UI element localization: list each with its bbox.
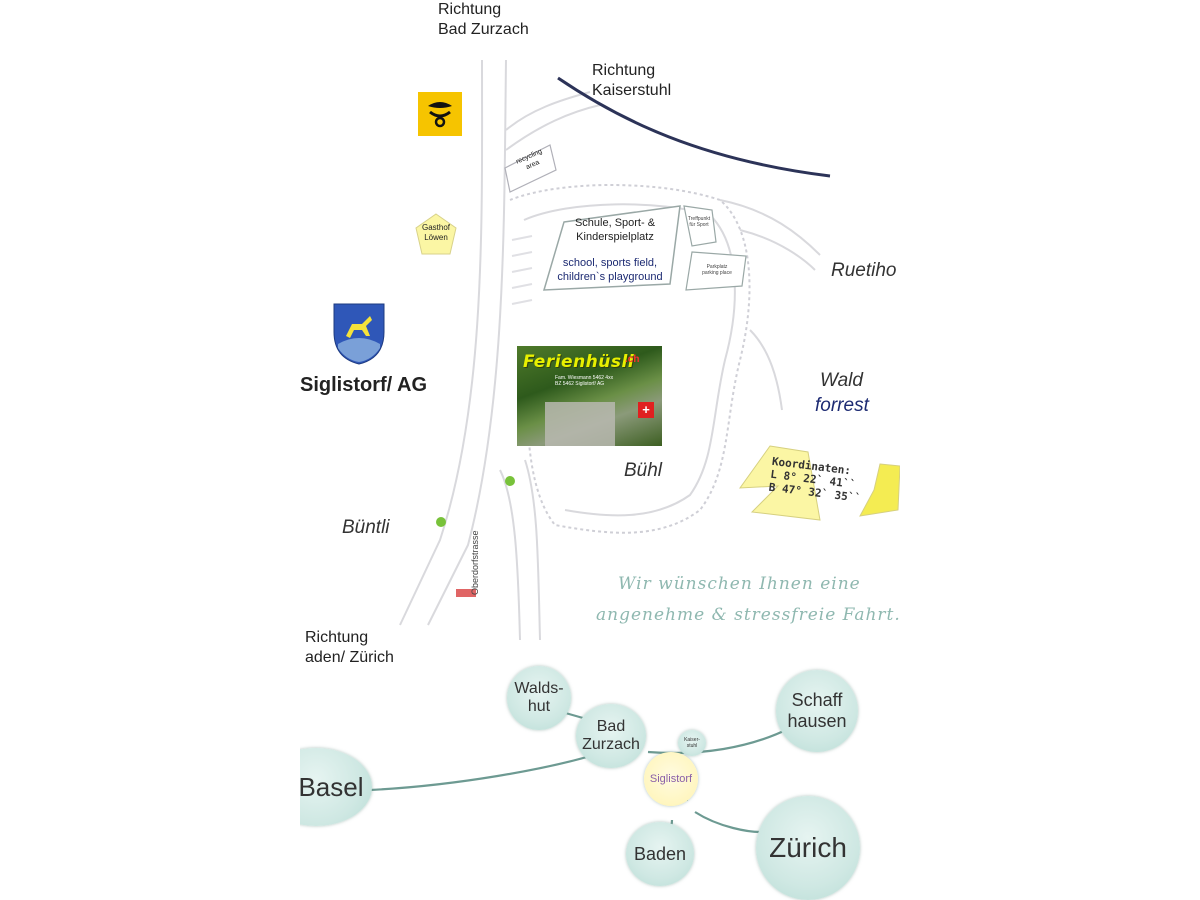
direction-northeast-line1: Richtung (592, 62, 656, 79)
direction-north-line1: Richtung (438, 1, 502, 18)
direction-south-line2: aden/ Zürich (305, 649, 394, 666)
node-kaiserstuhl-label: Kaiser- stuhl (684, 737, 700, 749)
road-east-edge (739, 229, 816, 271)
gasthof-marker (415, 213, 457, 255)
main-road (399, 59, 484, 626)
photo-title-suffix: .ch (625, 354, 640, 365)
coordinate-sign-flag (859, 463, 900, 517)
node-waldshut: Walds- hut (507, 666, 571, 730)
direction-south-line1: Richtung (305, 629, 369, 646)
holiday-house-photo[interactable]: Ferienhüsli .ch Fam. Wiesmann 5462 4xx B… (517, 346, 662, 446)
oberdorf-road (499, 469, 521, 641)
oberdorf-label: Oberdorfstrasse (470, 530, 480, 595)
photo-title: Ferienhüsli (523, 352, 635, 372)
treff-label: Treffpunkt für Sport (687, 216, 711, 228)
wald-label: Wald (820, 370, 863, 391)
bus-stop-2 (436, 517, 446, 527)
direction-north-line2: Bad Zurzach (438, 21, 529, 38)
treff-area (683, 205, 717, 247)
town-name: Siglistorf/ AG (300, 374, 428, 396)
side-road-north-edge (505, 104, 601, 151)
railway-line (557, 76, 831, 178)
school-area (542, 205, 681, 291)
road-east (719, 199, 821, 256)
coat-of-arms-icon (333, 303, 385, 365)
node-zuerich-label: Zürich (769, 832, 847, 863)
node-schaffhausen: Schaff hausen (776, 670, 858, 752)
red-marker (456, 589, 476, 597)
node-bad-zurzach-label: Bad Zurzach (582, 718, 640, 753)
parking-label: Parkplatz parking place (702, 264, 732, 276)
node-siglistorf: Siglistorf (644, 752, 698, 806)
oberdorf-road-edge (524, 459, 541, 641)
ruetihof-label: Ruetiho (831, 260, 897, 281)
direction-northeast: Richtung Kaiserstuhl (592, 61, 671, 101)
direction-south: Richtung aden/ Zürich (305, 628, 394, 668)
swiss-flag-icon: + (638, 402, 654, 418)
post-office-icon (418, 92, 462, 136)
bus-stop-1 (505, 476, 515, 486)
coordinate-sign (738, 445, 821, 521)
location-map: Richtung Bad Zurzach Richtung Kaiserstuh… (300, 0, 900, 900)
parking-stripes (511, 235, 533, 305)
post-horn-icon (428, 102, 452, 128)
node-waldshut-label: Walds- hut (514, 680, 564, 715)
node-baden-label: Baden (633, 843, 687, 864)
buentli-label: Büntli (342, 517, 390, 538)
node-zuerich: Zürich (756, 796, 860, 900)
node-schaffhausen-label: Schaff hausen (787, 690, 847, 731)
node-bad-zurzach: Bad Zurzach (576, 704, 646, 768)
buehl-label: Bühl (624, 460, 663, 481)
house-shape (545, 402, 615, 446)
node-siglistorf-label: Siglistorf (649, 773, 693, 785)
node-baden: Baden (626, 822, 694, 886)
gasthof-label: Gasthof Löwen (421, 223, 450, 242)
photo-address: Fam. Wiesmann 5462 4xx BZ 5462 Siglistor… (555, 375, 614, 387)
wish-line-2: angenehme & stressfreie Fahrt. (596, 605, 900, 625)
node-kaiserstuhl: Kaiser- stuhl (678, 730, 706, 756)
wish-line-1: Wir wünschen Ihnen eine (618, 574, 861, 594)
parking-area (685, 251, 747, 291)
recycling-area (504, 144, 557, 193)
road-wald (749, 329, 783, 411)
ring-road (509, 184, 751, 534)
direction-northeast-line2: Kaiserstuhl (592, 82, 672, 99)
main-road-edge (427, 59, 507, 626)
school-label-de: Schule, Sport- & Kinderspielplatz (574, 217, 656, 243)
node-basel-label: Basel (300, 771, 364, 802)
forrest-label: forrest (815, 395, 869, 416)
direction-north: Richtung Bad Zurzach (438, 0, 529, 40)
ring-road-inner (523, 203, 736, 517)
school-label-en: school, sports field, children`s playgro… (557, 257, 663, 283)
map-road-layer (369, 59, 900, 841)
